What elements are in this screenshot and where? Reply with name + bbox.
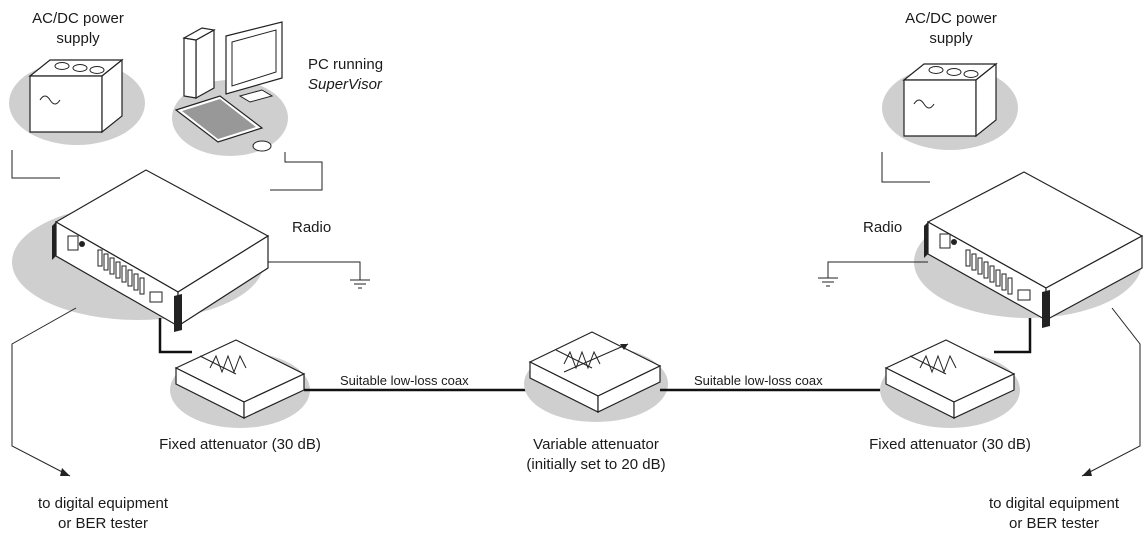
digital-left-label-1: to digital equipment [37,495,169,512]
fixed-attenuator-left-label: Fixed attenuator (30 dB) [159,436,321,453]
pc-left [172,21,288,156]
variable-attenuator-label-1: Variable attenuator [533,436,659,453]
power-supply-right [882,62,1018,150]
variable-attenuator [524,331,668,422]
pc-label-2: SuperVisor [308,76,382,93]
variable-attenuator-label-2: (initially set to 20 dB) [526,456,666,473]
power-supply-left [9,58,145,145]
digital-right-label-2: or BER tester [1008,515,1100,532]
power-supply-left-label-2: supply [56,30,100,47]
digital-right-label-1: to digital equipment [988,495,1120,512]
coax-right-label: Suitable low-loss coax [694,373,823,388]
radio-right-label: Radio [863,219,903,236]
radio-right [914,171,1144,328]
power-supply-right-label-2: supply [929,30,973,47]
fixed-attenuator-right [880,339,1020,428]
fixed-attenuator-right-label: Fixed attenuator (30 dB) [869,436,1031,453]
ground-right [818,261,928,287]
coax-left-label: Suitable low-loss coax [340,373,469,388]
radio-left [12,169,270,332]
fixed-attenuator-left [170,339,310,428]
pc-label-1: PC running [308,56,384,73]
power-supply-right-label-1: AC/DC power [905,10,997,27]
ground-left [268,261,370,289]
power-supply-left-label-1: AC/DC power [32,10,124,27]
radio-left-label: Radio [292,219,332,236]
digital-left-label-2: or BER tester [57,515,149,532]
